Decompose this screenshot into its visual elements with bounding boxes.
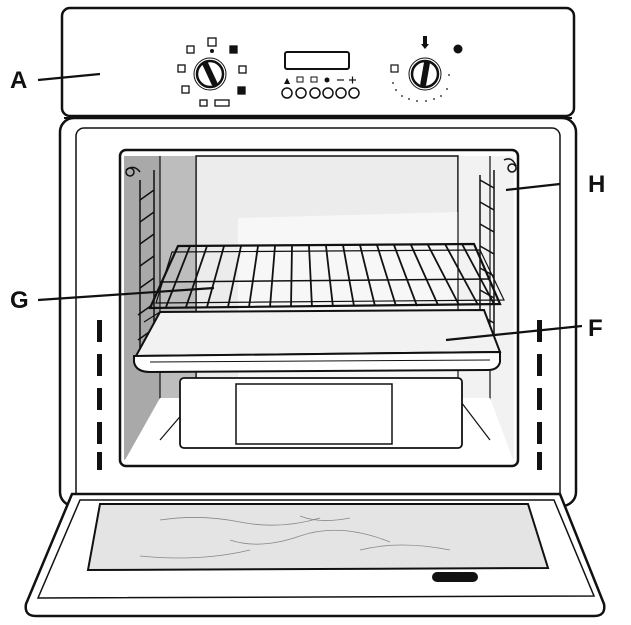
thermostat-knob bbox=[390, 36, 463, 102]
control-panel: ▲ bbox=[60, 6, 576, 119]
label-h: H bbox=[588, 171, 605, 198]
leader-line-a bbox=[37, 72, 101, 82]
drip-tray bbox=[133, 308, 502, 374]
oven-cavity bbox=[118, 148, 520, 468]
mode-icon bbox=[177, 64, 186, 73]
temperature-scale bbox=[392, 74, 450, 102]
thermometer-icon bbox=[421, 36, 429, 49]
mode-icon bbox=[181, 85, 190, 94]
leader-line-h bbox=[505, 182, 561, 192]
door-handle-slot bbox=[432, 572, 478, 582]
label-g: G bbox=[10, 287, 29, 314]
mode-icon bbox=[214, 99, 230, 107]
mode-icon bbox=[229, 45, 238, 54]
leader-lines bbox=[37, 72, 583, 342]
oven-door bbox=[24, 492, 606, 618]
timer-buttons: ▲ bbox=[281, 76, 360, 99]
indicator-light-icon bbox=[453, 44, 463, 54]
mode-icon bbox=[238, 65, 247, 74]
mode-icon bbox=[186, 45, 195, 54]
door-glass bbox=[86, 503, 550, 572]
function-selector-knob bbox=[177, 37, 247, 107]
mode-icon bbox=[237, 86, 246, 95]
timer-display bbox=[284, 51, 350, 70]
mode-icon bbox=[207, 37, 217, 47]
glass-reflection bbox=[139, 515, 451, 559]
label-f: F bbox=[588, 315, 603, 342]
mode-icon bbox=[199, 99, 208, 107]
svg-text:▲: ▲ bbox=[284, 76, 291, 85]
leader-line-g bbox=[37, 286, 215, 302]
ventilation-slots-left bbox=[97, 320, 102, 470]
wire-rack bbox=[148, 242, 505, 310]
label-a: A bbox=[10, 67, 27, 94]
leader-line-f bbox=[445, 324, 583, 342]
